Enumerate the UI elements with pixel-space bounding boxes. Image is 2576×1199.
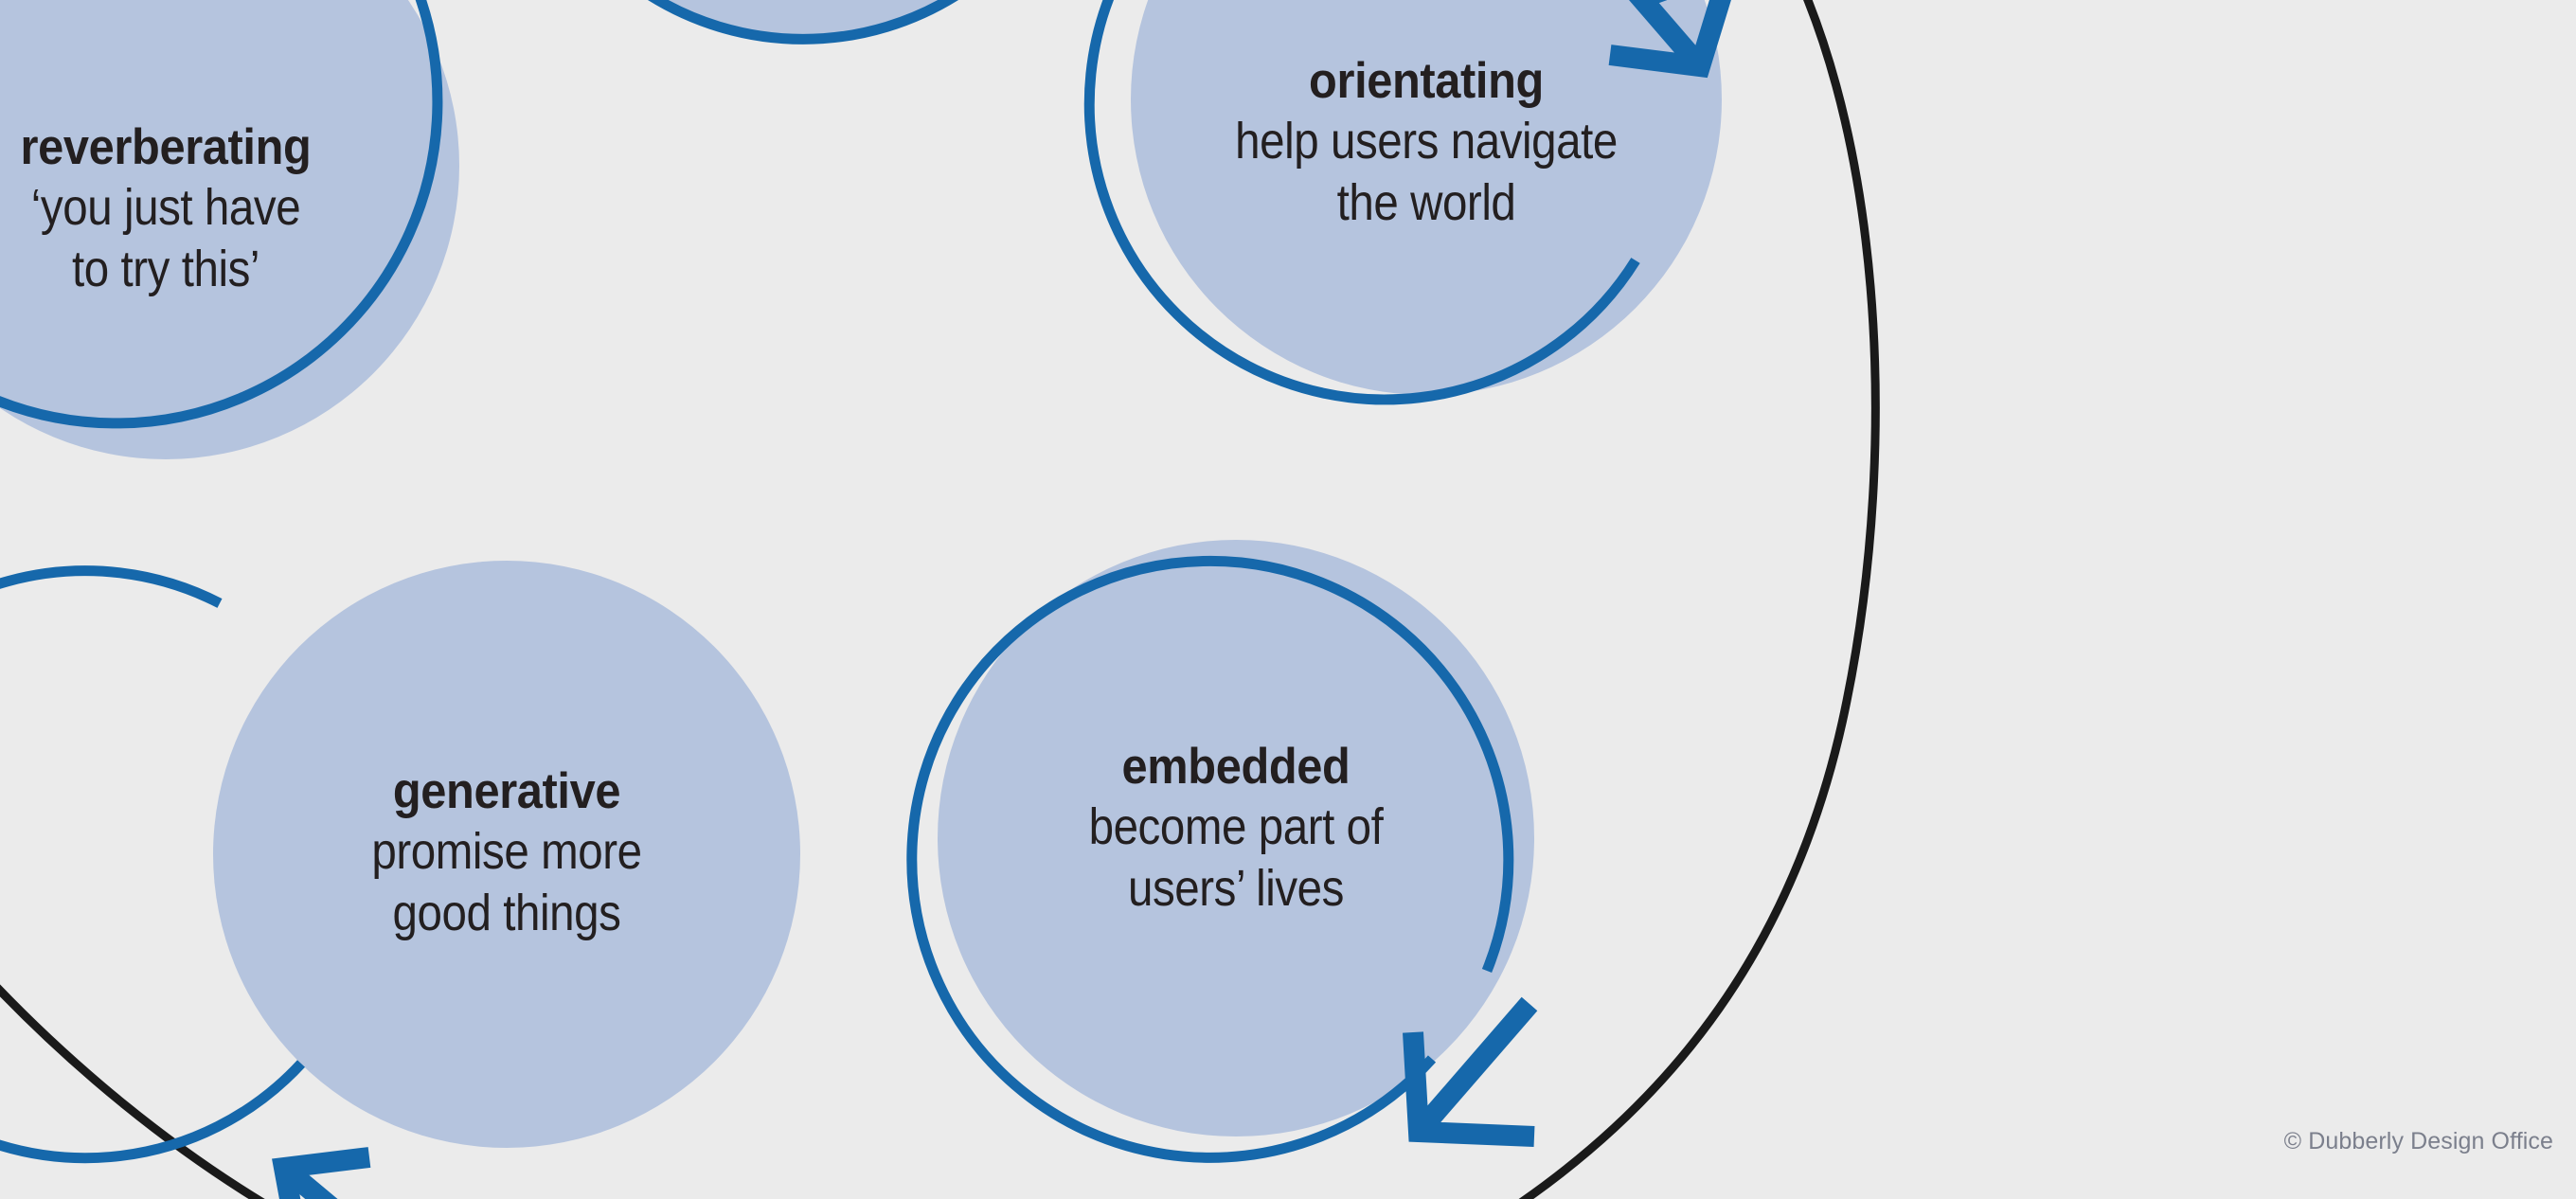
copyright-credit: © Dubberly Design Office bbox=[2283, 1128, 2553, 1154]
circle-fill-generative bbox=[213, 561, 800, 1148]
arc-generative bbox=[0, 565, 306, 1164]
arrow-into-orientating-icon bbox=[1608, 0, 1731, 79]
circle-fill-embedded bbox=[938, 540, 1534, 1136]
node-circle-fills bbox=[0, 0, 1722, 1148]
outer-loop-arc bbox=[0, 0, 1880, 1199]
arc-orientating bbox=[1083, 0, 1668, 405]
arc-embedded bbox=[906, 555, 1514, 1163]
arrowheads bbox=[272, 0, 1731, 1199]
arc-reverberating bbox=[0, 0, 443, 429]
circle-fill-orientating bbox=[1131, 0, 1722, 395]
arc-partial-top bbox=[648, 0, 958, 45]
node-circle-strokes bbox=[0, 0, 1668, 1164]
circle-fill-reverberating bbox=[0, 0, 459, 459]
arrow-into-generative-icon bbox=[272, 1147, 371, 1199]
arrow-into-embedded-icon bbox=[1403, 996, 1538, 1147]
